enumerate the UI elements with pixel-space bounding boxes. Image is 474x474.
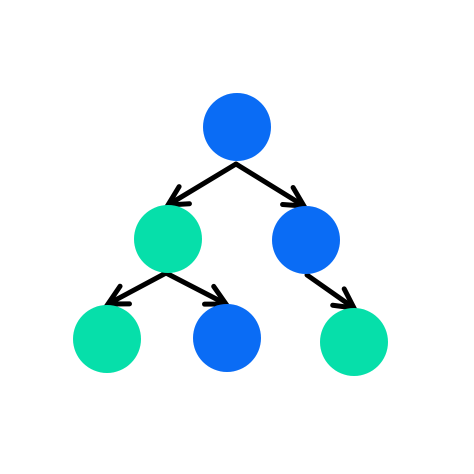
node-right-right (320, 308, 388, 376)
edge-line (168, 161, 239, 206)
arrowhead-icon (202, 283, 231, 307)
edge-line (108, 270, 169, 306)
edge-line (304, 272, 355, 309)
edge-left-to-left-right (163, 270, 231, 307)
node-root (203, 93, 271, 161)
arrowhead-icon (103, 283, 132, 307)
edge-line (233, 161, 304, 207)
node-right (272, 206, 340, 274)
node-left (134, 205, 202, 273)
edges-layer (103, 161, 359, 312)
edge-root-to-right (233, 161, 309, 209)
arrowhead-icon (280, 185, 309, 209)
node-left-left (73, 305, 141, 373)
nodes-layer (73, 93, 388, 376)
edge-line (163, 270, 226, 306)
node-left-right (193, 304, 261, 372)
edge-left-to-left-left (103, 270, 169, 307)
